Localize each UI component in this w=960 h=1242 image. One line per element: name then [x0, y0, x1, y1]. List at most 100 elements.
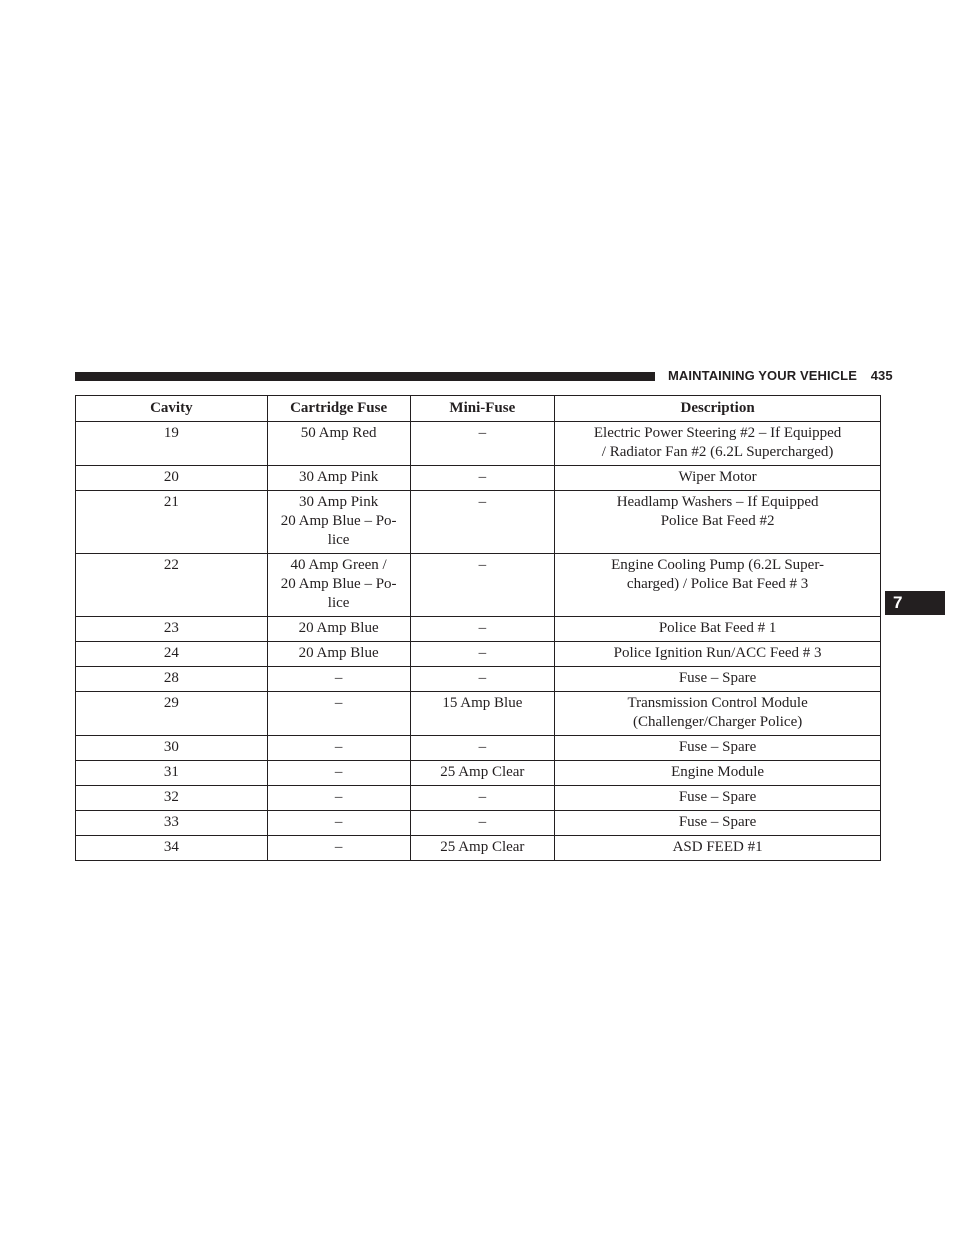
cartridge-fuse-cell: – [266, 810, 411, 836]
table-row: 32––Fuse – Spare [75, 785, 881, 811]
description-cell-line: Fuse – Spare [678, 739, 757, 755]
column-header-mini-fuse: Mini-Fuse [409, 395, 555, 422]
cartridge-fuse-cell: 40 Amp Green / 20 Amp Blue – Po-lice [266, 553, 411, 617]
description-cell-line: Headlamp Washers – If Equipped [616, 494, 819, 510]
mini-fuse-cell: – [409, 490, 555, 554]
cartridge-fuse-cell-line: – [334, 839, 343, 855]
column-header-cavity: Cavity [75, 395, 268, 422]
description-cell-line: / Radiator Fan #2 (6.2L Supercharged) [601, 444, 834, 460]
cavity-cell: 34 [75, 835, 268, 861]
cartridge-fuse-cell: – [266, 785, 411, 811]
mini-fuse-cell: – [409, 465, 555, 491]
mini-fuse-cell: – [409, 785, 555, 811]
description-cell-line: Engine Cooling Pump (6.2L Super- [611, 557, 825, 573]
description-cell: Fuse – Spare [554, 810, 881, 836]
cavity-cell: 21 [75, 490, 268, 554]
cartridge-fuse-cell-line: 20 Amp Blue [298, 645, 379, 661]
table-header-row: Cavity Cartridge Fuse Mini-Fuse Descript… [75, 395, 881, 422]
cavity-cell: 33 [75, 810, 268, 836]
cartridge-fuse-cell-line: – [334, 670, 343, 686]
cartridge-fuse-cell: 30 Amp Pink 20 Amp Blue – Po-lice [266, 490, 411, 554]
cartridge-fuse-cell-line: 30 Amp Pink [299, 494, 379, 510]
cartridge-fuse-cell: 20 Amp Blue [266, 616, 411, 642]
cavity-cell: 19 [75, 421, 268, 466]
cartridge-fuse-cell-line: – [334, 789, 343, 805]
table-row: 30 – – Fuse – Spare [75, 735, 881, 761]
mini-fuse-cell: – [409, 421, 555, 466]
cavity-cell: 28 [75, 666, 268, 692]
description-cell: Police Ignition Run/ACC Feed # 3 [554, 641, 881, 667]
cavity-cell: 23 [75, 616, 268, 642]
cartridge-fuse-cell-line: 20 Amp Blue [298, 620, 379, 636]
mini-fuse-cell: 25 Amp Clear [409, 760, 555, 786]
mini-fuse-cell: 15 Amp Blue [409, 691, 555, 736]
mini-fuse-cell: – [409, 735, 555, 761]
mini-fuse-cell: – [409, 666, 555, 692]
cartridge-fuse-cell: 50 Amp Red [266, 421, 411, 466]
cartridge-fuse-cell: – [266, 735, 411, 761]
description-cell-line: (Challenger/Charger Police) [632, 714, 803, 730]
mini-fuse-cell: – [409, 553, 555, 617]
cartridge-fuse-cell-line: 20 Amp Blue – Po- [280, 576, 397, 592]
description-cell-line: Fuse – Spare [678, 789, 757, 805]
cartridge-fuse-cell: – [266, 835, 411, 861]
description-cell: Engine Module [554, 760, 881, 786]
cavity-cell: 30 [75, 735, 268, 761]
fuse-table: Cavity Cartridge Fuse Mini-Fuse Descript… [75, 395, 881, 861]
cartridge-fuse-cell-line: 20 Amp Blue – Po- [280, 513, 397, 529]
cartridge-fuse-cell: – [266, 760, 411, 786]
mini-fuse-cell: – [409, 641, 555, 667]
cartridge-fuse-cell-line: – [334, 739, 343, 755]
mini-fuse-cell: – [409, 810, 555, 836]
cavity-cell: 22 [75, 553, 268, 617]
description-cell: Wiper Motor [554, 465, 881, 491]
description-cell-line: Police Ignition Run/ACC Feed # 3 [613, 645, 822, 661]
table-row: 21 30 Amp Pink 20 Amp Blue – Po-lice – Headl… [75, 490, 881, 554]
page-number: 435 [870, 368, 893, 383]
description-cell-line: Engine Module [671, 764, 765, 780]
description-cell-line: Transmission Control Module [627, 695, 808, 711]
cartridge-fuse-cell-line: – [334, 814, 343, 830]
description-cell-line: Fuse – Spare [678, 814, 757, 830]
cartridge-fuse-cell-line: 40 Amp Green / [290, 557, 387, 573]
section-title: MAINTAINING YOUR VEHICLE [668, 368, 857, 383]
cartridge-fuse-cell-line: 30 Amp Pink [299, 469, 379, 485]
description-cell-line: Wiper Motor [678, 469, 757, 485]
mini-fuse-cell: 25 Amp Clear [409, 835, 555, 861]
description-cell-line: Electric Power Steering #2 – If Equipped [593, 425, 842, 441]
description-cell-line: Police Bat Feed # 1 [658, 620, 777, 636]
cartridge-fuse-cell: 20 Amp Blue [266, 641, 411, 667]
header-rule [75, 372, 655, 381]
cartridge-fuse-cell-line: – [334, 695, 343, 711]
description-cell-line: charged) / Police Bat Feed # 3 [626, 576, 809, 592]
chapter-tab: 7 [885, 591, 945, 615]
table-row: 23 20 Amp Blue – Police Bat Feed # 1 [75, 616, 881, 642]
cavity-cell: 29 [75, 691, 268, 736]
cartridge-fuse-cell: 30 Amp Pink [266, 465, 411, 491]
column-header-cartridge-fuse: Cartridge Fuse [266, 395, 411, 422]
description-cell-line: Fuse – Spare [678, 670, 757, 686]
column-header-description: Description [554, 395, 881, 422]
description-cell: Engine Cooling Pump (6.2L Super-charged)… [554, 553, 881, 617]
table-row: 33 – – Fuse – Spare [75, 810, 881, 836]
cartridge-fuse-cell-line: lice [327, 532, 350, 548]
description-cell: Fuse – Spare [554, 785, 881, 811]
cartridge-fuse-cell-line: lice [327, 595, 350, 611]
table-row: 24 20 Amp Blue – Police Ignition Run/ACC Fe… [75, 641, 881, 667]
description-cell: Police Bat Feed # 1 [554, 616, 881, 642]
cartridge-fuse-cell-line: 50 Amp Red [300, 425, 377, 441]
description-cell-line: Police Bat Feed #2 [660, 513, 775, 529]
description-cell: Electric Power Steering #2 – If Equipped… [554, 421, 881, 466]
mini-fuse-cell: – [409, 616, 555, 642]
description-cell: ASD FEED #1 [554, 835, 881, 861]
cavity-cell: 24 [75, 641, 268, 667]
description-cell: Transmission Control Module (Challenger/C… [554, 691, 881, 736]
description-cell: Fuse – Spare [554, 735, 881, 761]
